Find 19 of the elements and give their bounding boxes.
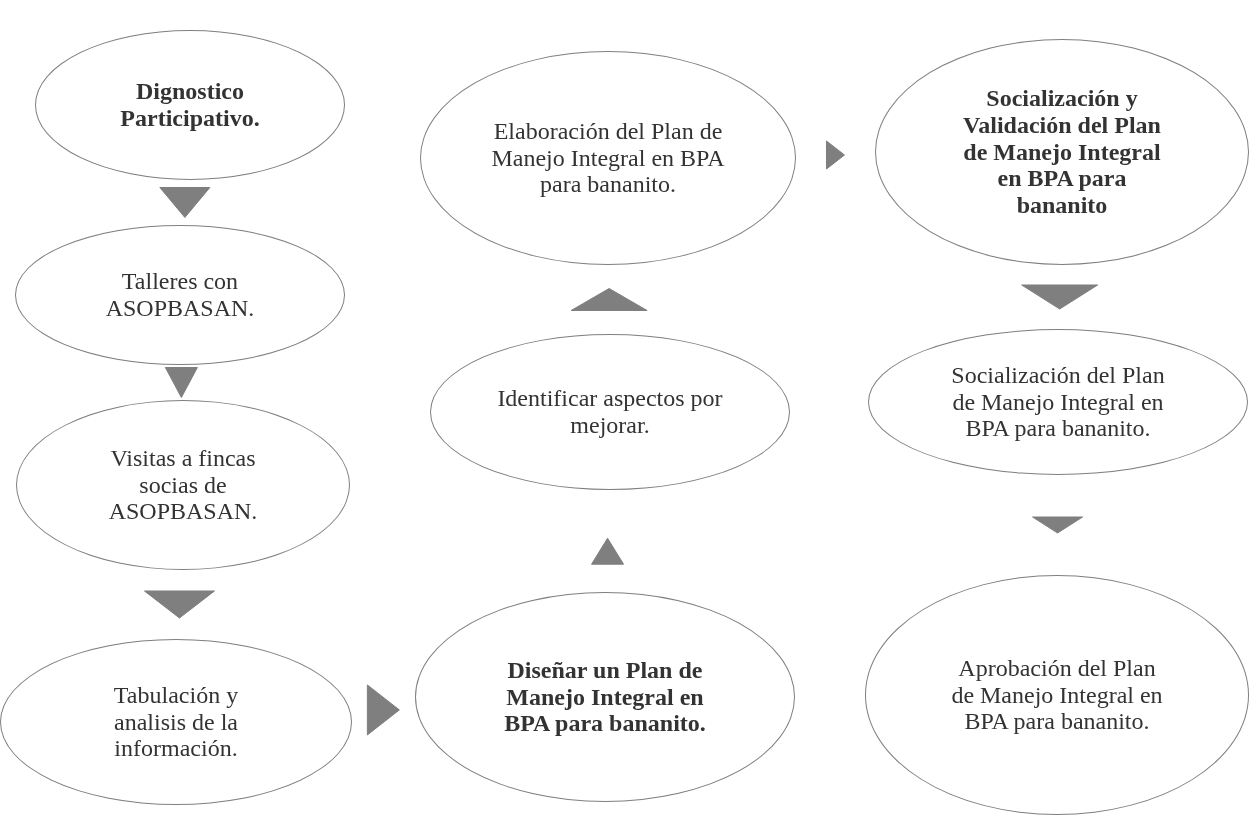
arrow: [164, 367, 198, 398]
arrow: [591, 537, 625, 565]
node-text: Tabulación y analisis de la información.: [112, 681, 240, 763]
node-text: Diseñar un Plan de Manejo Integral en BPA para bananito.: [503, 656, 707, 738]
node-text: Aprobación del Plan de Manejo Integral en BPA para bananito.: [950, 654, 1164, 736]
node-text: Identificar aspectos por mejorar.: [496, 385, 724, 439]
arrow: [366, 684, 400, 736]
node-text: Dignostico Participativo.: [119, 78, 261, 132]
arrow: [1021, 284, 1099, 310]
arrow: [1032, 516, 1084, 534]
arrow: [143, 590, 215, 619]
arrow: [570, 288, 648, 311]
node-text: Visitas a fincas socias de ASOPBASAN.: [107, 444, 259, 526]
node-text: Socialización y Validación del Plan de Manejo Integral en BPA para bananito: [962, 84, 1162, 220]
node-text: Socialización del Plan de Manejo Integral en BPA para bananito.: [950, 361, 1166, 443]
node-text: Talleres con ASOPBASAN.: [104, 268, 256, 322]
arrow: [826, 140, 845, 170]
arrow: [159, 187, 211, 218]
node-text: Elaboración del Plan de Manejo Integral en BPA para bananito.: [490, 117, 726, 199]
